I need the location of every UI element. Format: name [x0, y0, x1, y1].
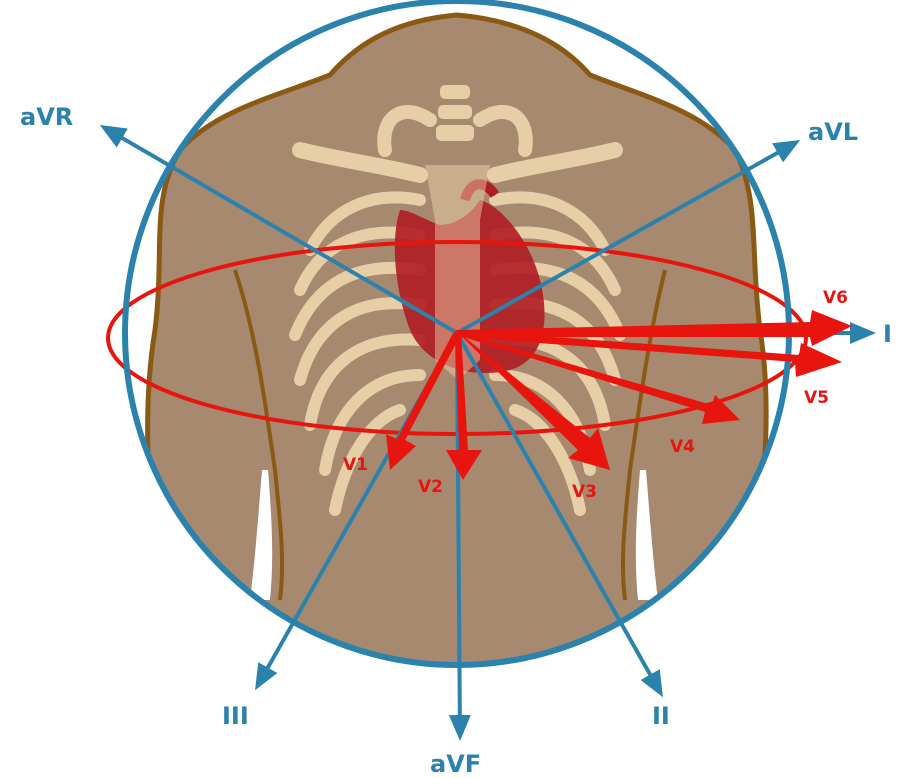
- label-I: I: [883, 320, 892, 348]
- vertebra: [440, 85, 470, 99]
- label-III: III: [222, 702, 249, 730]
- label-V2: V2: [418, 477, 443, 497]
- label-V6: V6: [823, 288, 848, 308]
- label-aVR: aVR: [20, 103, 73, 131]
- label-V3: V3: [572, 482, 597, 502]
- label-V5: V5: [804, 388, 829, 408]
- label-aVL: aVL: [808, 118, 858, 146]
- label-II: II: [652, 702, 670, 730]
- vertebra: [438, 105, 472, 119]
- label-V4: V4: [670, 437, 695, 457]
- vertebra: [436, 125, 474, 141]
- label-V1: V1: [343, 455, 368, 475]
- label-aVF: aVF: [430, 750, 481, 778]
